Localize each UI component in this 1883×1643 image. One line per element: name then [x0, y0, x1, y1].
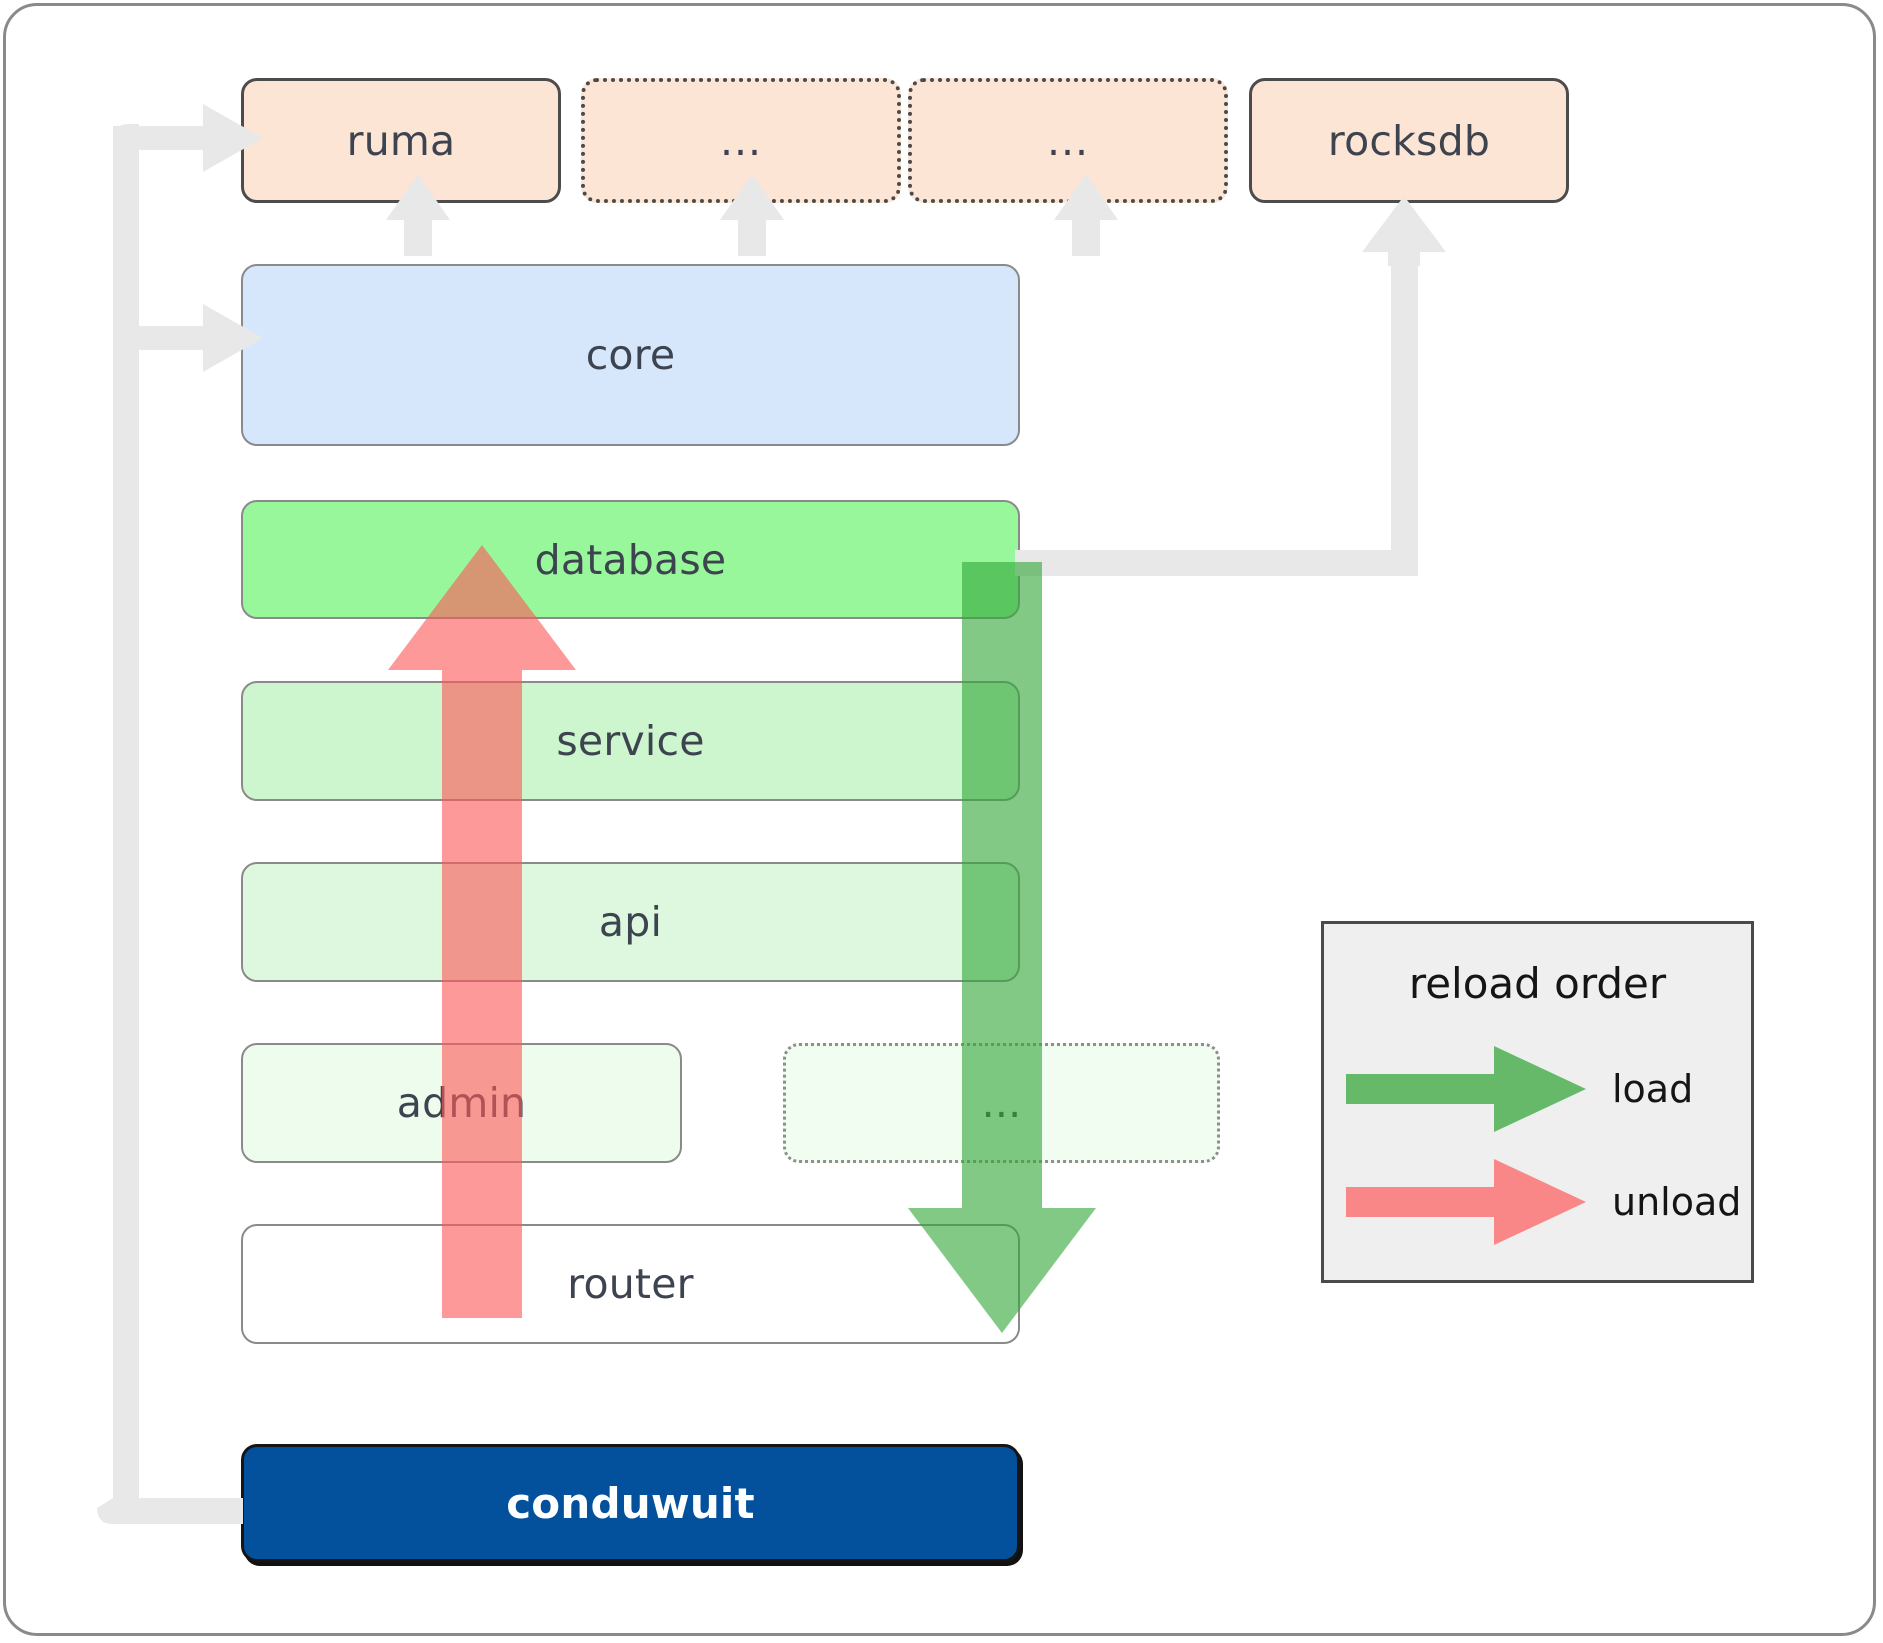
layer-box-api[interactable]: api	[241, 862, 1020, 982]
layer-box-core[interactable]: core	[241, 264, 1020, 446]
layer-box-more[interactable]: ...	[783, 1043, 1220, 1163]
legend-panel: reload order load unload	[1321, 921, 1754, 1283]
dependency-box-ruma[interactable]: ruma	[241, 78, 561, 203]
root-box-conduwuit[interactable]: conduwuit	[241, 1444, 1020, 1562]
layer-label: ...	[981, 1079, 1022, 1127]
legend-title: reload order	[1408, 959, 1667, 1008]
legend-arrow-load	[1346, 1046, 1586, 1132]
layer-label: router	[567, 1260, 694, 1308]
dependency-box-more-1[interactable]: ...	[581, 78, 901, 203]
layer-label: admin	[396, 1079, 527, 1127]
dependency-label: ...	[719, 116, 763, 165]
layer-label: service	[556, 717, 705, 765]
dependency-label: ...	[1046, 116, 1090, 165]
layer-box-router[interactable]: router	[241, 1224, 1020, 1344]
legend-arrow-unload	[1346, 1159, 1586, 1245]
dependency-label: rocksdb	[1327, 116, 1491, 165]
dependency-box-rocksdb[interactable]: rocksdb	[1249, 78, 1569, 203]
layer-label: api	[598, 898, 663, 946]
layer-label: core	[585, 331, 676, 379]
dependency-label: ruma	[346, 116, 456, 165]
layer-box-service[interactable]: service	[241, 681, 1020, 801]
root-label: conduwuit	[506, 1478, 755, 1528]
legend-label-unload: unload	[1612, 1180, 1742, 1224]
dependency-box-more-2[interactable]: ...	[908, 78, 1228, 203]
legend-label-load: load	[1612, 1067, 1694, 1111]
diagram-frame	[3, 3, 1876, 1636]
layer-box-admin[interactable]: admin	[241, 1043, 682, 1163]
layer-box-database[interactable]: database	[241, 500, 1020, 619]
layer-label: database	[534, 535, 727, 584]
